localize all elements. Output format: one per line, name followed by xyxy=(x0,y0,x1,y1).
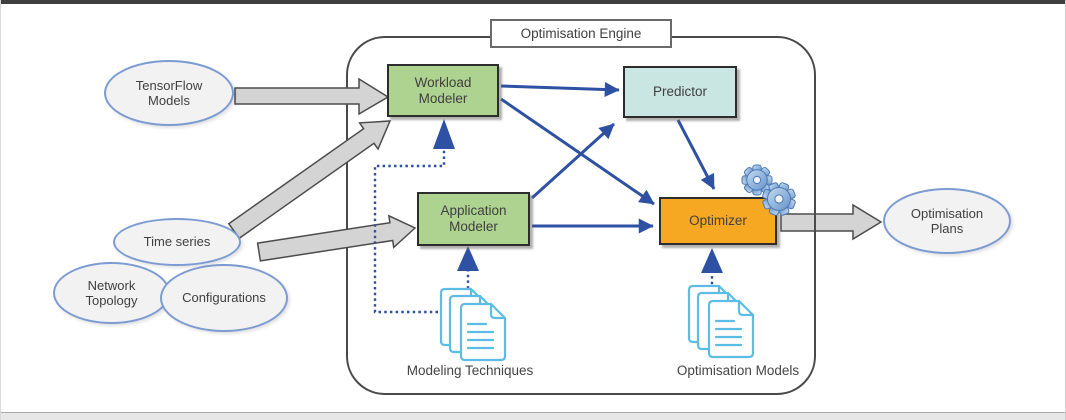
arrow-workload-to-optimizer xyxy=(500,97,655,206)
gears-icon xyxy=(741,164,796,216)
tensorflow-models-label: TensorFlow Models xyxy=(135,77,203,108)
node-predictor: Predictor xyxy=(623,66,737,118)
node-time-series: Time series xyxy=(113,218,241,266)
frame-bottom-bar xyxy=(1,412,1065,420)
arrow-application-to-predictor xyxy=(530,122,616,200)
time-series-label: Time series xyxy=(143,234,211,250)
dotted-arrowhead-optimizer xyxy=(701,248,723,273)
optimisation-engine-title-label: Optimisation Engine xyxy=(520,25,642,41)
gear-large xyxy=(762,182,796,216)
node-configurations: Configurations xyxy=(160,264,288,332)
block-arrow-tensorflow-to-workload xyxy=(234,77,390,116)
block-arrow-inputs-to-workload xyxy=(227,120,392,240)
node-tensorflow-models: TensorFlow Models xyxy=(104,60,234,126)
dotted-link-techniques-to-workload xyxy=(373,149,446,314)
arrow-predictor-to-optimizer xyxy=(676,119,716,190)
frame-top-bar xyxy=(1,0,1065,4)
optimizer-label: Optimizer xyxy=(689,213,747,229)
dotted-arrowhead-application xyxy=(457,246,479,271)
modeling-techniques-label: Modeling Techniques xyxy=(406,363,534,378)
node-workload-modeler: Workload Modeler xyxy=(387,64,499,117)
node-optimizer: Optimizer xyxy=(659,197,777,245)
optimisation-models-label: Optimisation Models xyxy=(676,363,800,378)
node-network-topology: Network Topology xyxy=(53,262,170,324)
node-application-modeler: Application Modeler xyxy=(417,192,530,246)
predictor-label: Predictor xyxy=(652,84,708,100)
gear-small xyxy=(741,164,773,196)
application-modeler-label: Application Modeler xyxy=(440,203,507,234)
workload-modeler-label: Workload Modeler xyxy=(414,74,472,106)
node-optimisation-plans: Optimisation Plans xyxy=(883,188,1011,254)
network-topology-label: Network Topology xyxy=(85,277,138,308)
block-arrow-optimizer-to-plans xyxy=(780,203,883,241)
block-arrow-inputs-to-application xyxy=(256,214,417,262)
configurations-label: Configurations xyxy=(182,290,266,306)
documents-icon xyxy=(687,284,755,359)
optimisation-engine-title: Optimisation Engine xyxy=(490,19,672,48)
dotted-arrowhead-workload xyxy=(433,119,455,149)
optimisation-plans-label: Optimisation Plans xyxy=(910,205,984,236)
documents-icon xyxy=(439,287,507,362)
arrow-workload-to-predictor xyxy=(500,82,620,98)
